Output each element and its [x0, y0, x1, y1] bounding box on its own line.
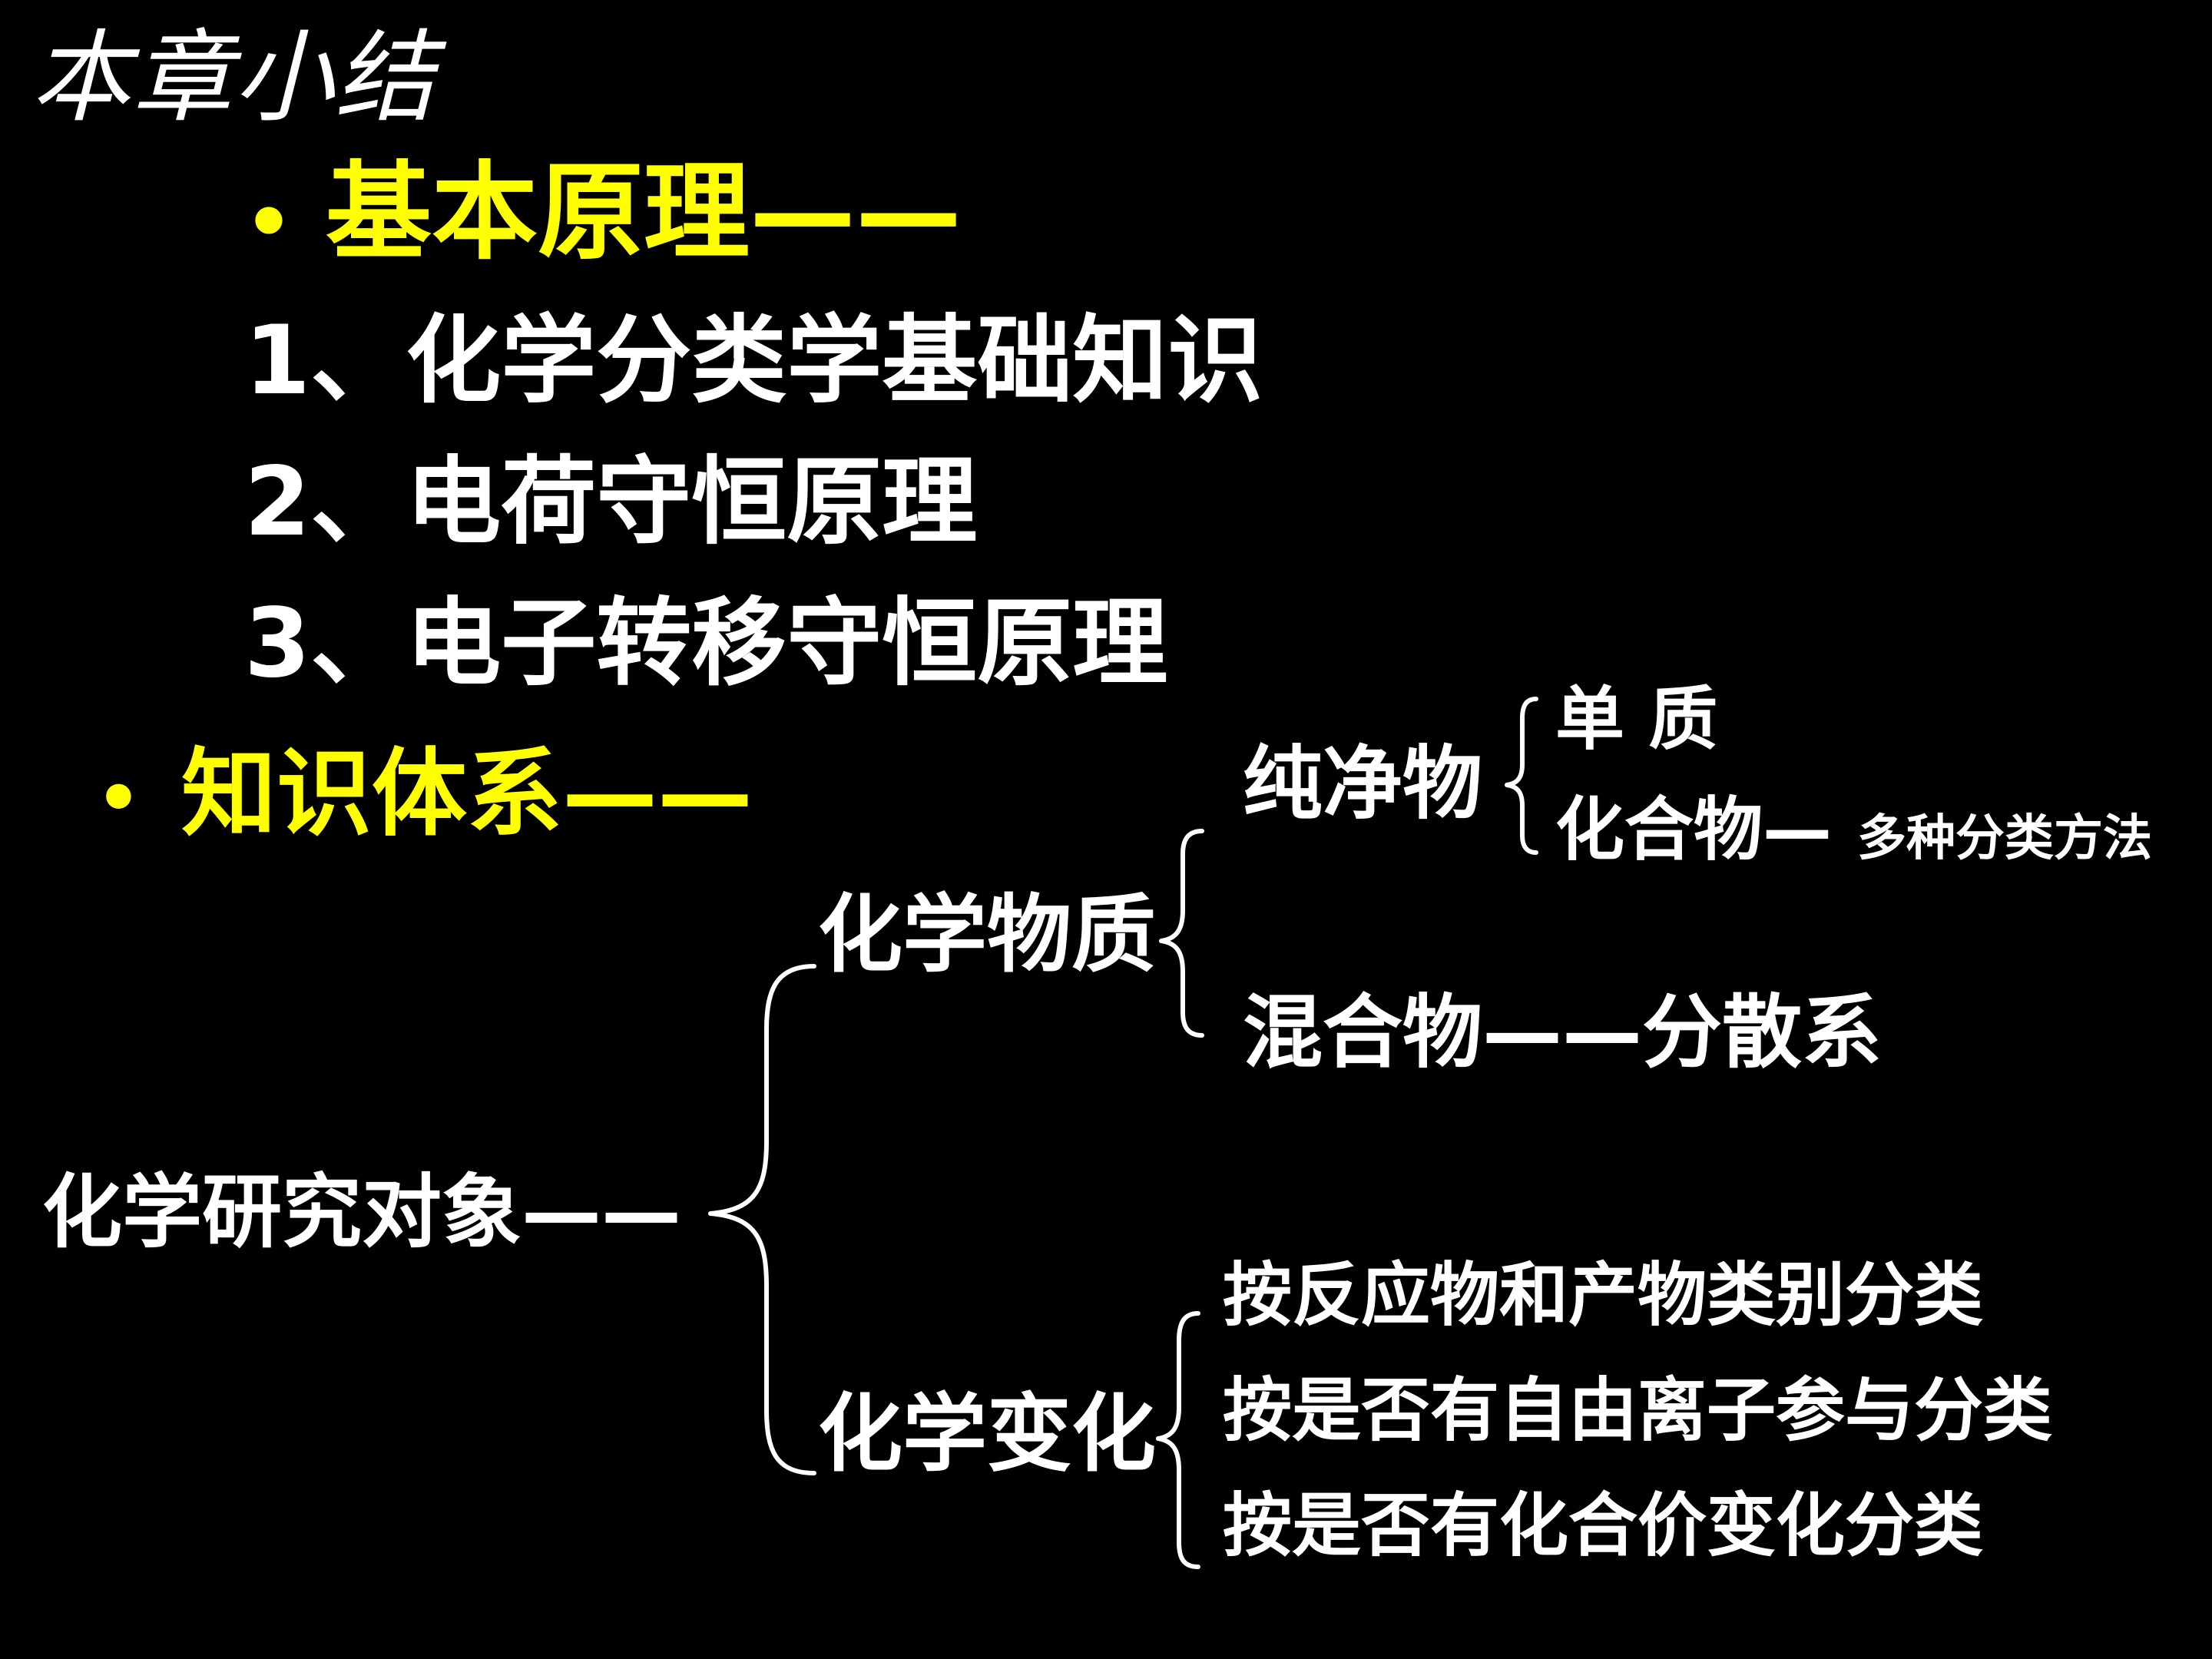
pure-brace: [1505, 697, 1538, 855]
tree-root: 化学研究对象——: [42, 1165, 682, 1259]
section-heading-principles: 基本原理——: [326, 151, 962, 274]
node-chemical-changes: 化学变化: [818, 1385, 1156, 1483]
section-heading-knowledge-system: 知识体系——: [181, 739, 753, 849]
principle-item-1: 1、化学分类学基础知识: [244, 306, 1263, 416]
node-compound-note: 多种分类方法: [1857, 810, 2152, 867]
change-brace: [1156, 1311, 1200, 1569]
node-mixture: 混合物——分散系: [1243, 985, 1883, 1079]
root-brace: [708, 964, 816, 1475]
bullet-icon: •: [96, 757, 141, 839]
change-classification-2: 按是否有自由离子参与分类: [1223, 1370, 2052, 1451]
principle-item-3: 3、电子转移守恒原理: [244, 588, 1168, 699]
node-compound: 化合物—: [1555, 790, 1832, 870]
node-element: 单 质: [1555, 679, 1718, 760]
node-pure-substance: 纯净物: [1243, 737, 1483, 830]
change-classification-1: 按反应物和产物类别分类: [1223, 1255, 1983, 1336]
node-chemical-substances: 化学物质: [818, 886, 1156, 984]
change-classification-3: 按是否有化合价变化分类: [1223, 1485, 1983, 1566]
principle-item-2: 2、电荷守恒原理: [244, 447, 978, 558]
slide-title: 本章小结: [31, 19, 437, 136]
bullet-icon: •: [244, 177, 293, 267]
substance-brace: [1159, 829, 1204, 1038]
